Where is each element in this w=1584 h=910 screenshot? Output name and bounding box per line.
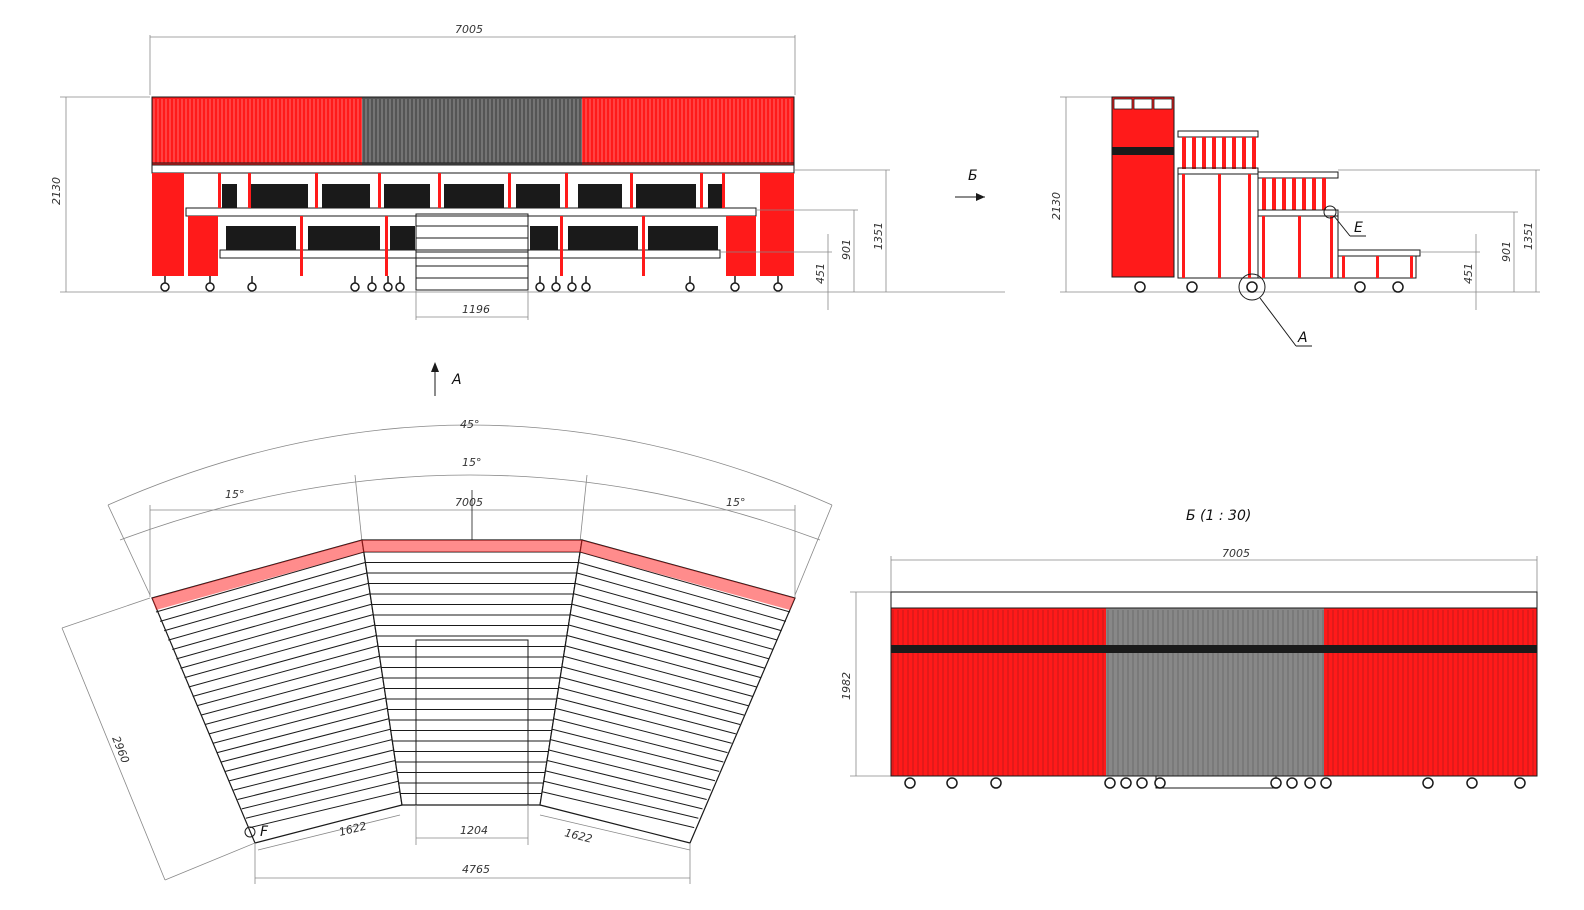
side-wheels (1134, 281, 1404, 293)
rear-panel-left (891, 608, 1106, 776)
front-width-dim: 7005 (455, 23, 483, 36)
side-level-dim-1351: 1351 (1522, 222, 1535, 250)
back-panel-left (152, 97, 362, 165)
rear-width-dim: 7005 (1222, 547, 1250, 560)
rear-wheels (904, 777, 1526, 789)
back-panel-right (582, 97, 794, 165)
front-level-dim-1351: 1351 (872, 222, 885, 250)
plan-center-base: 1204 (460, 824, 488, 837)
plan-angle-total: 45° (460, 418, 480, 431)
plan-angle-left: 15° (225, 488, 245, 501)
plan-angle-right: 15° (726, 496, 746, 509)
side-back-wall (1112, 97, 1174, 277)
front-height-dim: 2130 (50, 177, 63, 205)
side-height-dim: 2130 (1050, 192, 1063, 220)
plan-boards (155, 551, 791, 829)
rear-height-dim: 1982 (840, 672, 853, 700)
rear-panel-center (1106, 608, 1324, 776)
front-seat-blocks (222, 184, 723, 250)
plan-view: A 45° 15° 15° 15° 7005 2960 (61, 362, 833, 884)
plan-corner-f: F (260, 824, 269, 840)
plan-depth-dim: 2960 (109, 734, 132, 765)
side-level-dim-451: 451 (1462, 263, 1475, 284)
back-panel-center (362, 97, 582, 165)
rear-panel-right (1324, 608, 1537, 776)
direction-label-b: Б (968, 168, 978, 184)
plan-width-dim: 7005 (455, 496, 483, 509)
front-wheels (160, 276, 783, 292)
callout-e: E (1354, 220, 1363, 236)
front-stair-dim: 1196 (462, 303, 490, 316)
front-view: 7005 2130 (50, 23, 1005, 320)
side-level-dim-901: 901 (1500, 241, 1513, 262)
front-level-dim-451: 451 (814, 263, 827, 284)
plan-left-base: 1622 (338, 820, 368, 839)
rear-view: Б (1 : 30) 7005 1982 (840, 508, 1538, 789)
side-view: 2130 (1050, 96, 1540, 347)
front-level-dim-901: 901 (840, 239, 853, 260)
front-slats (153, 99, 791, 163)
plan-arrow-label-a: A (451, 372, 462, 388)
plan-angle-center: 15° (462, 456, 482, 469)
callout-a: A (1297, 330, 1308, 346)
rear-view-title: Б (1 : 30) (1186, 508, 1251, 524)
plan-total-base: 4765 (462, 863, 490, 876)
plan-right-base: 1622 (563, 826, 593, 845)
direction-arrow-b: Б (955, 168, 985, 201)
rear-slats (892, 610, 1534, 776)
